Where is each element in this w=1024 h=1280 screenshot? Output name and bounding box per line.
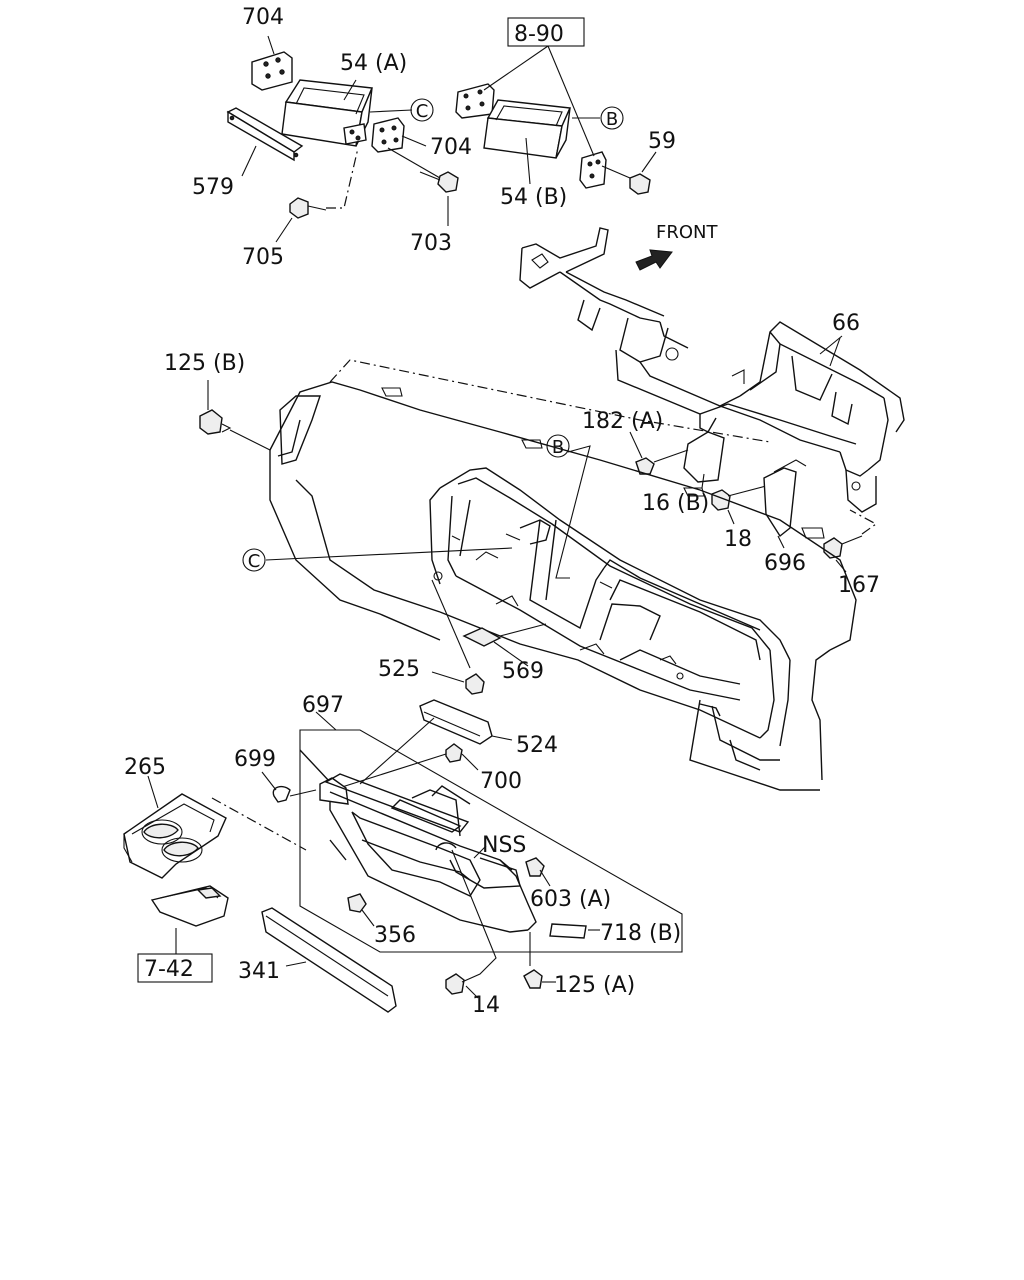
leader-890: [483, 45, 595, 157]
lid-341: [261, 907, 397, 1013]
callout-b-top-text: B: [606, 109, 618, 130]
callout-c-panel: C: [242, 548, 266, 572]
callout-c-top-text: C: [416, 101, 429, 122]
label-167: 167: [838, 573, 880, 598]
assembly-box-697: [299, 711, 683, 953]
bracket-16b: [629, 431, 725, 489]
screw-705: [275, 147, 359, 243]
screw-59: [629, 151, 657, 195]
pocket-54b: [483, 99, 600, 185]
latch-356: [347, 893, 375, 927]
callout-c-top: C: [410, 98, 434, 122]
label-697: 697: [302, 693, 344, 718]
label-125a: 125 (A): [554, 973, 635, 998]
label-705: 705: [242, 245, 284, 270]
leader-c-panel: [265, 547, 513, 561]
pocket-54a: [281, 79, 374, 147]
callout-b-panel-text: B: [552, 437, 564, 458]
label-569: 569: [502, 659, 544, 684]
clip-699: [261, 771, 317, 803]
clip-569: [462, 623, 547, 667]
clip-525: [431, 671, 485, 695]
label-14: 14: [472, 993, 500, 1018]
bracket-890-left: [455, 83, 495, 119]
label-356: 356: [374, 923, 416, 948]
label-525: 525: [378, 657, 420, 682]
box-890: [507, 17, 585, 47]
label-16b: 16 (B): [642, 491, 709, 516]
label-699: 699: [234, 747, 276, 772]
bracket-696: [763, 459, 807, 549]
panel-579: [226, 107, 304, 177]
screw-603a: [525, 857, 551, 887]
label-front: FRONT: [656, 222, 718, 243]
label-742: 7-42: [144, 957, 194, 982]
label-890: 8-90: [514, 22, 564, 47]
clip-125a: [523, 932, 556, 989]
label-59: 59: [648, 129, 676, 154]
label-524: 524: [516, 733, 558, 758]
leader-b-panel: [555, 445, 591, 579]
label-341: 341: [238, 959, 280, 984]
callout-b-panel: B: [546, 434, 570, 458]
label-704-top: 704: [242, 5, 284, 30]
bolt-18: [711, 485, 767, 525]
bracket-704-top: [251, 35, 293, 91]
screw-703: [387, 147, 459, 226]
instrument-panel: [269, 359, 857, 791]
label-18: 18: [724, 527, 752, 552]
bolt-167: [823, 509, 878, 573]
box-742: [137, 953, 213, 983]
bracket-704-mid: [343, 109, 427, 153]
label-700: 700: [480, 769, 522, 794]
screw-14: [445, 849, 497, 999]
clip-125b: [199, 380, 271, 451]
label-718b: [549, 923, 600, 939]
bracket-890-right: [579, 151, 631, 189]
front-arrow-icon: [635, 249, 673, 271]
label-703: 703: [410, 231, 452, 256]
leader-66: [819, 335, 843, 355]
cup-holder-265: [123, 775, 307, 879]
label-579: 579: [192, 175, 234, 200]
label-125b: 125 (B): [164, 351, 245, 376]
glove-box-nss: [299, 749, 537, 933]
label-54b: 54 (B): [500, 185, 567, 210]
damper-524: [359, 699, 513, 785]
label-66: 66: [832, 311, 860, 336]
label-182a: 182 (A): [582, 409, 663, 434]
label-718b: 718 (B): [600, 921, 681, 946]
cross-member-66: [519, 227, 905, 513]
label-nss: NSS: [482, 833, 526, 858]
label-54a: 54 (A): [340, 51, 407, 76]
label-704-mid: 704: [430, 135, 472, 160]
label-696: 696: [764, 551, 806, 576]
callout-b-top: B: [600, 106, 624, 130]
label-265: 265: [124, 755, 166, 780]
tray-742: [150, 885, 229, 954]
callout-c-panel-text: C: [248, 551, 261, 572]
label-603a: 603 (A): [530, 887, 611, 912]
